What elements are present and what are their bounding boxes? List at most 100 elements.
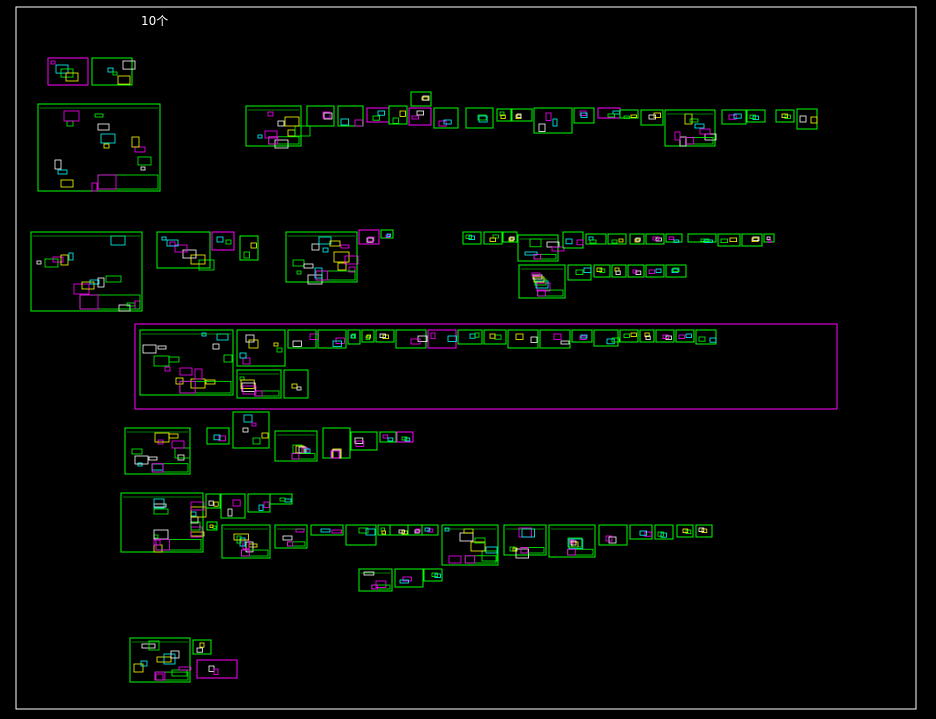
drawing-sheet[interactable] <box>274 524 308 549</box>
drawing-sheet[interactable] <box>395 329 428 349</box>
drawing-sheet[interactable] <box>593 329 620 347</box>
drawing-sheet[interactable] <box>640 109 664 126</box>
drawing-sheet[interactable] <box>721 109 747 125</box>
drawing-sheet[interactable] <box>361 329 375 343</box>
drawing-sheet[interactable] <box>358 229 380 245</box>
drawing-sheet[interactable] <box>30 231 143 312</box>
drawing-sheet[interactable] <box>517 234 565 262</box>
drawing-sheet[interactable] <box>269 493 293 505</box>
drawing-sheets[interactable] <box>30 57 818 683</box>
drawing-sheet[interactable] <box>645 233 665 245</box>
drawing-sheet[interactable] <box>47 57 89 86</box>
drawing-sheet[interactable] <box>205 493 221 509</box>
drawing-sheet[interactable] <box>380 229 394 239</box>
drawing-sheet[interactable] <box>611 264 627 278</box>
drawing-sheet[interactable] <box>593 264 611 278</box>
drawing-sheet[interactable] <box>221 524 271 559</box>
drawing-sheet[interactable] <box>518 264 566 299</box>
drawing-sheet[interactable] <box>607 233 627 245</box>
drawing-sheet[interactable] <box>285 231 359 285</box>
drawing-sheet[interactable] <box>533 107 573 134</box>
drawing-sheet[interactable] <box>496 108 512 122</box>
drawing-sheet[interactable] <box>433 107 459 129</box>
drawing-sheet[interactable] <box>410 91 432 107</box>
drawing-sheet[interactable] <box>236 369 282 399</box>
drawing-sheet[interactable] <box>124 427 191 475</box>
drawing-sheet[interactable] <box>665 233 683 243</box>
drawing-sheet[interactable] <box>457 329 483 345</box>
drawing-sheet[interactable] <box>120 492 207 553</box>
drawing-sheet[interactable] <box>206 521 218 531</box>
drawing-sheet[interactable] <box>741 233 763 247</box>
drawing-sheet[interactable] <box>196 659 238 679</box>
drawing-sheet[interactable] <box>571 329 593 343</box>
drawing-sheet[interactable] <box>220 493 246 519</box>
drawing-sheet[interactable] <box>627 264 645 278</box>
drawing-sheet[interactable] <box>465 107 494 129</box>
drawing-sheet[interactable] <box>310 524 344 536</box>
drawing-sheet[interactable] <box>796 108 818 130</box>
drawing-sheet[interactable] <box>407 524 423 536</box>
drawing-sheet[interactable] <box>350 431 378 451</box>
drawing-sheet[interactable] <box>156 231 215 271</box>
drawing-sheet[interactable] <box>283 369 309 399</box>
drawing-sheet[interactable] <box>676 524 694 538</box>
drawing-sheet[interactable] <box>654 524 674 540</box>
drawing-sheet[interactable] <box>129 637 192 683</box>
drawing-sheet[interactable] <box>695 524 713 538</box>
drawing-sheet[interactable] <box>379 431 397 443</box>
drawing-sheet[interactable] <box>375 329 395 343</box>
drawing-sheet[interactable] <box>317 329 347 349</box>
drawing-sheet[interactable] <box>567 264 592 281</box>
drawing-sheet[interactable] <box>192 639 212 655</box>
drawing-sheet[interactable] <box>629 233 645 245</box>
drawing-sheet[interactable] <box>629 524 653 540</box>
drawing-sheet[interactable] <box>511 108 533 122</box>
drawing-sheet[interactable] <box>396 431 414 443</box>
drawing-sheet[interactable] <box>394 568 424 588</box>
drawing-sheet[interactable] <box>573 107 595 124</box>
drawing-sheet[interactable] <box>245 105 311 149</box>
drawing-sheet[interactable] <box>322 427 351 459</box>
drawing-sheet[interactable] <box>206 427 230 445</box>
drawing-sheet[interactable] <box>598 524 628 546</box>
drawing-sheet[interactable] <box>388 105 408 125</box>
drawing-sheet[interactable] <box>337 105 364 127</box>
drawing-sheet[interactable] <box>247 493 271 513</box>
drawing-sheet[interactable] <box>746 109 766 123</box>
drawing-sheet[interactable] <box>687 233 717 243</box>
drawing-sheet[interactable] <box>775 109 795 123</box>
drawing-sheet[interactable] <box>232 411 270 449</box>
drawing-sheet[interactable] <box>483 329 507 345</box>
drawing-sheet[interactable] <box>645 264 665 278</box>
drawing-sheet[interactable] <box>717 233 741 247</box>
drawing-sheet[interactable] <box>347 329 361 345</box>
drawing-sheet[interactable] <box>503 524 547 559</box>
drawing-sheet[interactable] <box>345 524 377 546</box>
drawing-sheet[interactable] <box>389 524 409 536</box>
drawing-sheet[interactable] <box>287 329 319 349</box>
drawing-sheet[interactable] <box>462 231 482 245</box>
drawing-sheet[interactable] <box>441 524 499 566</box>
drawing-sheet[interactable] <box>483 231 503 245</box>
drawing-sheet[interactable] <box>665 264 687 278</box>
drawing-sheet[interactable] <box>502 231 518 243</box>
drawing-sheet[interactable] <box>664 109 717 147</box>
drawing-sheet[interactable] <box>211 231 235 251</box>
drawing-sheet[interactable] <box>597 107 621 119</box>
drawing-sheet[interactable] <box>507 329 539 349</box>
drawing-sheet[interactable] <box>763 233 775 243</box>
drawing-sheet[interactable] <box>239 235 259 261</box>
drawing-sheet[interactable] <box>366 107 390 123</box>
drawing-sheet[interactable] <box>377 524 391 536</box>
drawing-sheet[interactable] <box>655 329 675 343</box>
drawing-sheet[interactable] <box>639 329 655 343</box>
drawing-sheet[interactable] <box>619 109 639 119</box>
drawing-sheet[interactable] <box>539 329 571 349</box>
drawing-sheet[interactable] <box>37 103 161 192</box>
drawing-sheet[interactable] <box>619 329 639 343</box>
drawing-sheet[interactable] <box>91 57 136 86</box>
drawing-sheet[interactable] <box>274 430 318 462</box>
drawing-sheet[interactable] <box>562 231 584 249</box>
